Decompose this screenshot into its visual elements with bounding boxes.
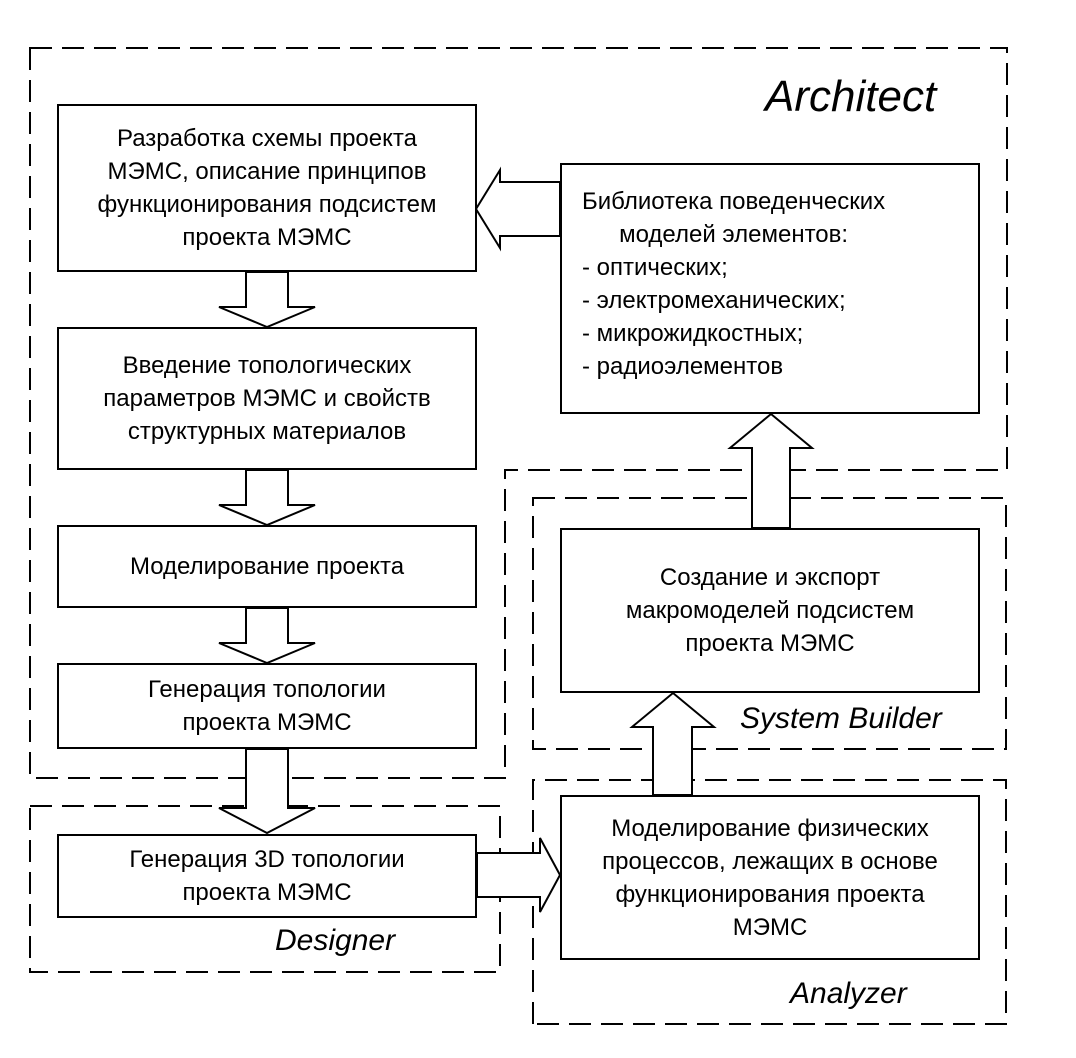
modeling-box: Моделирование проекта <box>57 525 477 608</box>
architect-region <box>29 47 1008 779</box>
arrow-up-library <box>727 412 815 529</box>
physics-text: Моделирование физических процессов, лежа… <box>602 814 938 941</box>
topology-gen-box: Генерация топологии проекта МЭМС <box>57 663 477 749</box>
architect-label: Architect <box>765 72 937 121</box>
library-box: Библиотека поведенческих моделей элемент… <box>560 163 980 414</box>
arrow-down-2 <box>218 469 316 527</box>
library-item: - оптических; <box>582 254 728 281</box>
library-item: - радиоэлементов <box>582 353 784 380</box>
macromodels-text: Создание и экспорт макромоделей подсисте… <box>625 564 915 657</box>
topology-params-text: Введение топологических параметров МЭМС … <box>103 352 431 445</box>
arrow-down-3 <box>218 607 316 665</box>
library-item: - микрожидкостных; <box>582 320 804 347</box>
designer-label: Designer <box>275 924 396 957</box>
arrow-down-4 <box>218 748 316 835</box>
arrow-down-1 <box>218 271 316 329</box>
design-scheme-box: Разработка схемы проекта МЭМС, описание … <box>57 104 477 272</box>
physics-box: Моделирование физических процессов, лежа… <box>560 795 980 960</box>
library-title: Библиотека поведенческих моделей элемент… <box>582 188 886 248</box>
system-builder-label: System Builder <box>740 702 942 735</box>
arrow-up-builder <box>629 691 717 796</box>
topology-gen-text: Генерация топологии проекта МЭМС <box>148 676 386 736</box>
macromodels-box: Создание и экспорт макромоделей подсисте… <box>560 528 980 693</box>
library-item: - электромеханических; <box>582 287 846 314</box>
arrow-left-library <box>474 166 561 252</box>
modeling-text: Моделирование проекта <box>129 553 405 580</box>
analyzer-label: Analyzer <box>790 977 907 1010</box>
design-scheme-text: Разработка схемы проекта МЭМС, описание … <box>97 125 437 251</box>
arrow-right-analyzer <box>476 837 562 913</box>
topology-params-box: Введение топологических параметров МЭМС … <box>57 327 477 470</box>
topology-3d-box: Генерация 3D топологии проекта МЭМС <box>57 834 477 918</box>
topology-3d-text: Генерация 3D топологии проекта МЭМС <box>129 846 405 906</box>
library-list: - оптических; - электромеханических; - м… <box>582 251 885 383</box>
